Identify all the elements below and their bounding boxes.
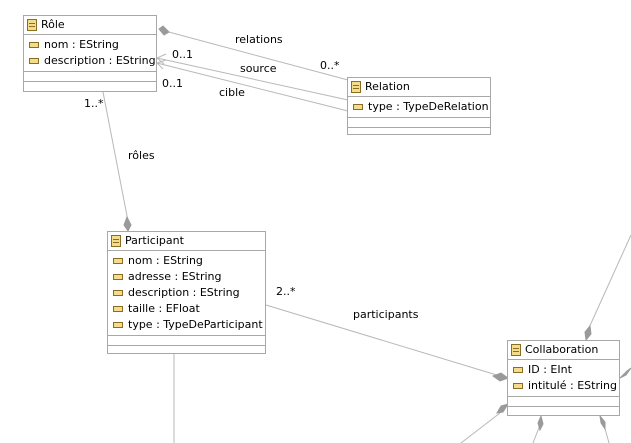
eattribute-icon [353, 104, 363, 110]
class-participant-name: Participant [125, 234, 184, 247]
class-role-operations [24, 72, 156, 82]
edge-collab-topright[interactable] [587, 234, 631, 331]
class-role-header[interactable]: Rôle [24, 16, 156, 35]
class-relation-name: Relation [365, 80, 410, 93]
attribute-label: adresse : EString [128, 270, 222, 283]
diamond-roles [123, 215, 132, 232]
edge-collab-bottom-mid[interactable] [532, 424, 541, 443]
arrowhead-source [156, 53, 167, 65]
eattribute-icon [113, 290, 123, 296]
eattribute-icon [29, 58, 39, 64]
eclass-icon [351, 81, 361, 93]
edge-label-roles[interactable]: rôles [128, 149, 155, 162]
edge-label-participants[interactable]: participants [353, 308, 419, 321]
diamond-collab-right [619, 367, 631, 379]
attribute-label: type : TypeDeParticipant [128, 318, 263, 331]
class-collaboration-operations [508, 397, 619, 407]
class-relation-operations [348, 118, 490, 128]
edge-source[interactable] [156, 57, 349, 101]
attribute-label: type : TypeDeRelation [368, 100, 489, 113]
diamond-participants [491, 372, 510, 382]
edge-cible[interactable] [156, 62, 349, 112]
edge-collab-bottom-left[interactable] [460, 412, 501, 443]
diamond-collab-bottom-mid [537, 414, 544, 432]
class-collaboration-header[interactable]: Collaboration [508, 341, 619, 360]
attribute-label: ID : EInt [528, 363, 572, 376]
attribute-item[interactable]: type : TypeDeRelation [348, 99, 490, 115]
eattribute-icon [113, 258, 123, 264]
eattribute-icon [29, 42, 39, 48]
multiplicity-relations[interactable]: 0..* [320, 59, 340, 72]
class-relation-header[interactable]: Relation [348, 78, 490, 97]
multiplicity-source[interactable]: 0..1 [172, 48, 193, 61]
class-role-name: Rôle [41, 18, 65, 31]
eclass-icon [111, 235, 121, 247]
eattribute-icon [513, 367, 523, 373]
attribute-item[interactable]: ID : EInt [508, 362, 619, 378]
class-collaboration[interactable]: Collaboration ID : EInt intitulé : EStri… [507, 340, 620, 416]
attribute-item[interactable]: adresse : EString [108, 269, 265, 285]
eattribute-icon [513, 383, 523, 389]
multiplicity-cible[interactable]: 0..1 [162, 77, 183, 90]
edge-participants[interactable] [265, 304, 501, 377]
edge-label-cible[interactable]: cible [219, 86, 245, 99]
class-role[interactable]: Rôle nom : EString description : EString [23, 15, 157, 92]
diamond-collab-topright [584, 324, 592, 342]
diamond-collab-bottom-right [599, 414, 606, 431]
attribute-label: nom : EString [44, 38, 119, 51]
class-relation-attributes: type : TypeDeRelation [348, 97, 490, 118]
edge-label-relations[interactable]: relations [235, 33, 283, 46]
diamond-relations [158, 25, 170, 36]
class-participant-attributes: nom : EString adresse : EString descript… [108, 251, 265, 336]
class-collaboration-name: Collaboration [525, 343, 599, 356]
multiplicity-participants[interactable]: 2..* [276, 285, 296, 298]
eattribute-icon [113, 274, 123, 280]
attribute-label: description : EString [44, 54, 156, 67]
attribute-item[interactable]: taille : EFloat [108, 301, 265, 317]
class-role-attributes: nom : EString description : EString [24, 35, 156, 72]
class-relation[interactable]: Relation type : TypeDeRelation [347, 77, 491, 135]
eclass-icon [27, 19, 37, 31]
class-participant-header[interactable]: Participant [108, 232, 265, 251]
class-participant-operations [108, 336, 265, 346]
attribute-item[interactable]: nom : EString [24, 37, 156, 53]
edge-roles[interactable] [102, 91, 129, 222]
edge-relations[interactable] [164, 30, 349, 81]
attribute-item[interactable]: intitulé : EString [508, 378, 619, 394]
class-participant[interactable]: Participant nom : EString adresse : EStr… [107, 231, 266, 354]
attribute-label: intitulé : EString [528, 379, 617, 392]
eattribute-icon [113, 322, 123, 328]
eattribute-icon [113, 306, 123, 312]
attribute-label: nom : EString [128, 254, 203, 267]
multiplicity-roles[interactable]: 1..* [84, 97, 104, 110]
attribute-item[interactable]: description : EString [108, 285, 265, 301]
attribute-label: taille : EFloat [128, 302, 200, 315]
class-collaboration-attributes: ID : EInt intitulé : EString [508, 360, 619, 397]
arrowhead-cible [156, 59, 167, 70]
attribute-item[interactable]: type : TypeDeParticipant [108, 317, 265, 333]
attribute-item[interactable]: description : EString [24, 53, 156, 69]
attribute-label: description : EString [128, 286, 240, 299]
edge-label-source[interactable]: source [240, 62, 277, 75]
eclass-icon [511, 344, 521, 356]
diamond-collab-bottom-left [496, 403, 510, 414]
attribute-item[interactable]: nom : EString [108, 253, 265, 269]
